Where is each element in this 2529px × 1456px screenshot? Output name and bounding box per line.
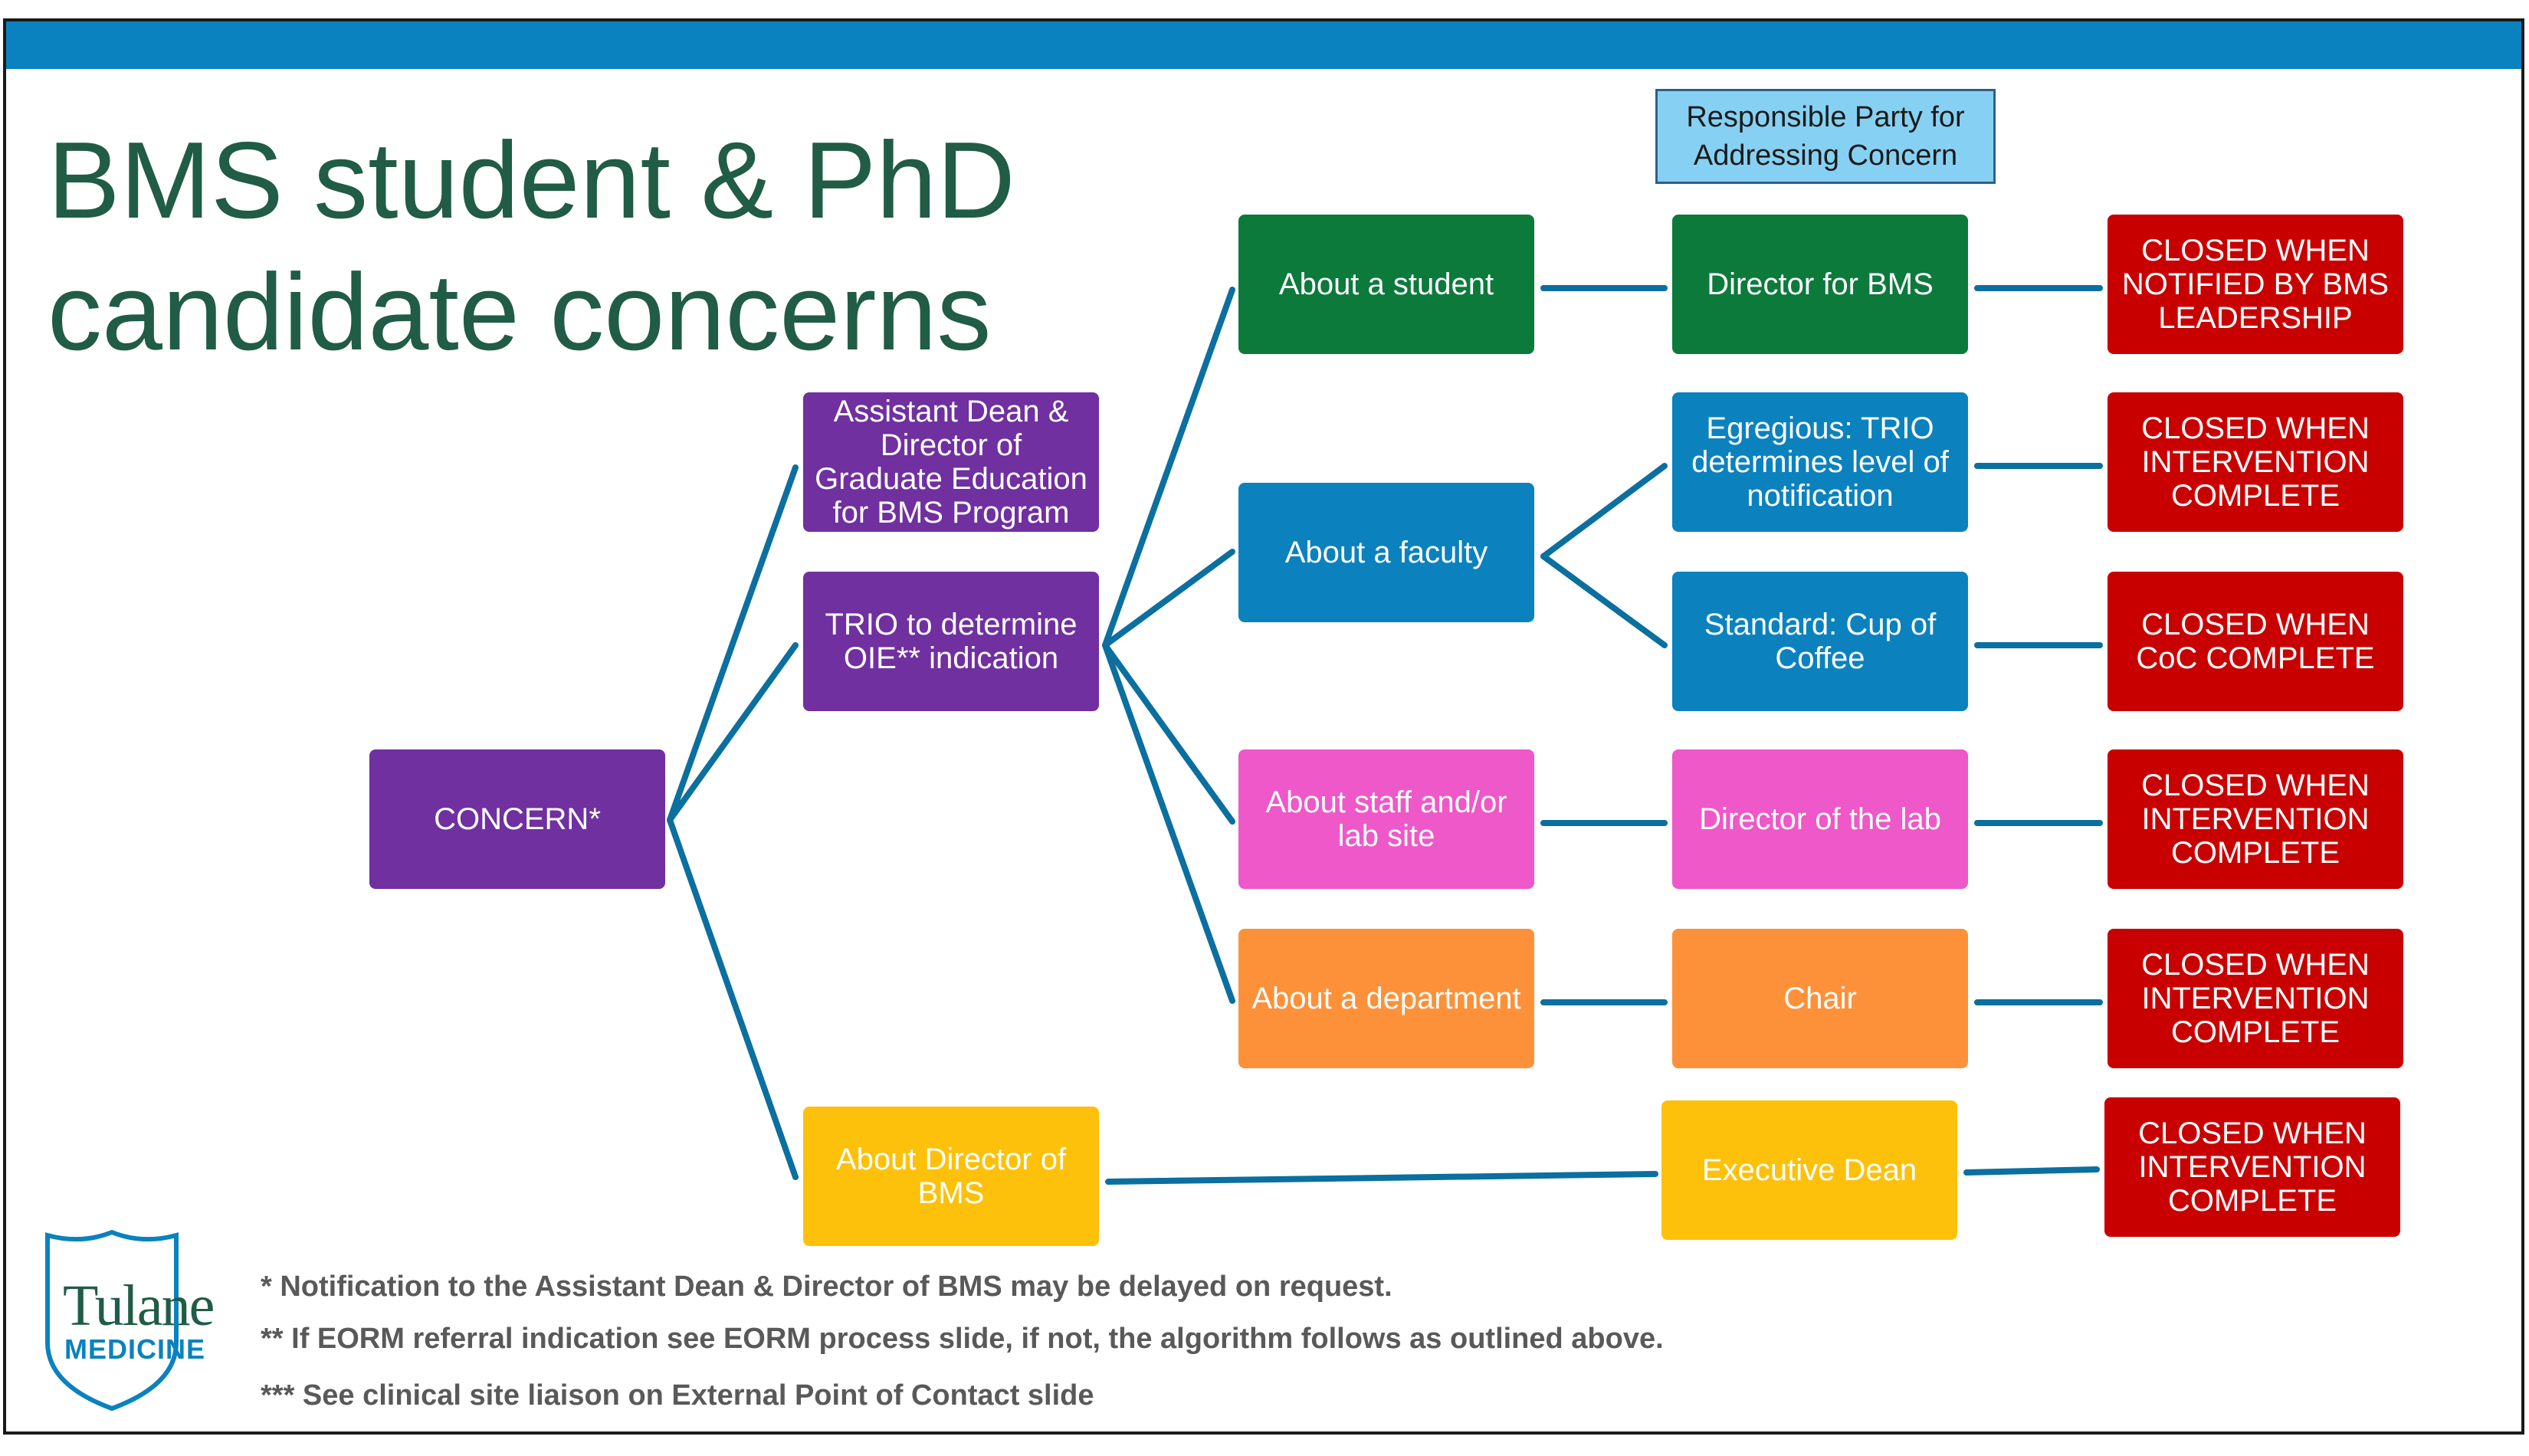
about-faculty-box: About a faculty: [1238, 483, 1534, 622]
connector-faculty-egregious: [1540, 463, 1668, 559]
about-student-box: About a student: [1238, 215, 1534, 354]
slide-title: BMS student & PhD candidate concerns: [48, 115, 1159, 379]
connector-faculty-standard: [1540, 553, 1668, 648]
about-department-box: About a department: [1238, 929, 1534, 1068]
connector-trio-staff: [1102, 642, 1235, 825]
footnote-2: ** If EORM referral indication see EORM …: [261, 1323, 1664, 1355]
about-director-box: About Director of BMS: [803, 1107, 1099, 1246]
top-banner: [6, 21, 2521, 69]
closed-intervention-box-2: CLOSED WHEN INTERVENTION COMPLETE: [2108, 749, 2403, 889]
about-staff-box: About staff and/or lab site: [1238, 749, 1534, 889]
title-line-1: BMS student & PhD: [48, 120, 1015, 241]
connector-concern-trio: [667, 642, 799, 823]
title-line-2: candidate concerns: [48, 251, 992, 373]
closed-intervention-box-3: CLOSED WHEN INTERVENTION COMPLETE: [2108, 929, 2403, 1068]
connector-concern-assistant-dean: [667, 464, 799, 823]
logo-name: Tulane: [63, 1274, 215, 1338]
tulane-shield-icon: [45, 1229, 179, 1412]
footnote-3: *** See clinical site liaison on Externa…: [261, 1379, 1094, 1412]
footnote-1: * Notification to the Assistant Dean & D…: [261, 1271, 1392, 1303]
standard-box: Standard: Cup of Coffee: [1672, 572, 1968, 711]
closed-intervention-box-4: CLOSED WHEN INTERVENTION COMPLETE: [2104, 1097, 2400, 1237]
concern-box: CONCERN*: [369, 749, 665, 889]
assistant-dean-box: Assistant Dean & Director of Graduate Ed…: [803, 392, 1099, 532]
closed-intervention-box-1: CLOSED WHEN INTERVENTION COMPLETE: [2108, 392, 2403, 532]
closed-bms-leadership-box: CLOSED WHEN NOTIFIED BY BMS LEADERSHIP: [2108, 215, 2403, 354]
connector-trio-faculty: [1102, 549, 1235, 648]
responsible-party-label: Responsible Party for Addressing Concern: [1655, 89, 1996, 184]
executive-dean-box: Executive Dean: [1661, 1100, 1957, 1240]
director-bms-box: Director for BMS: [1672, 215, 1968, 354]
connector-concern-director: [667, 817, 799, 1180]
closed-coc-box: CLOSED WHEN CoC COMPLETE: [2108, 572, 2403, 711]
trio-box: TRIO to determine OIE** indication: [803, 572, 1099, 711]
connector-trio-department: [1102, 642, 1235, 1004]
connector-executive-dean-closed: [1963, 1166, 2100, 1176]
egregious-box: Egregious: TRIO determines level of noti…: [1672, 392, 1968, 532]
connector-trio-student: [1102, 287, 1235, 648]
chair-box: Chair: [1672, 929, 1968, 1068]
logo-subtitle: MEDICINE: [64, 1333, 206, 1365]
director-lab-box: Director of the lab: [1672, 749, 1968, 889]
connector-director-executive-dean: [1105, 1171, 1658, 1185]
